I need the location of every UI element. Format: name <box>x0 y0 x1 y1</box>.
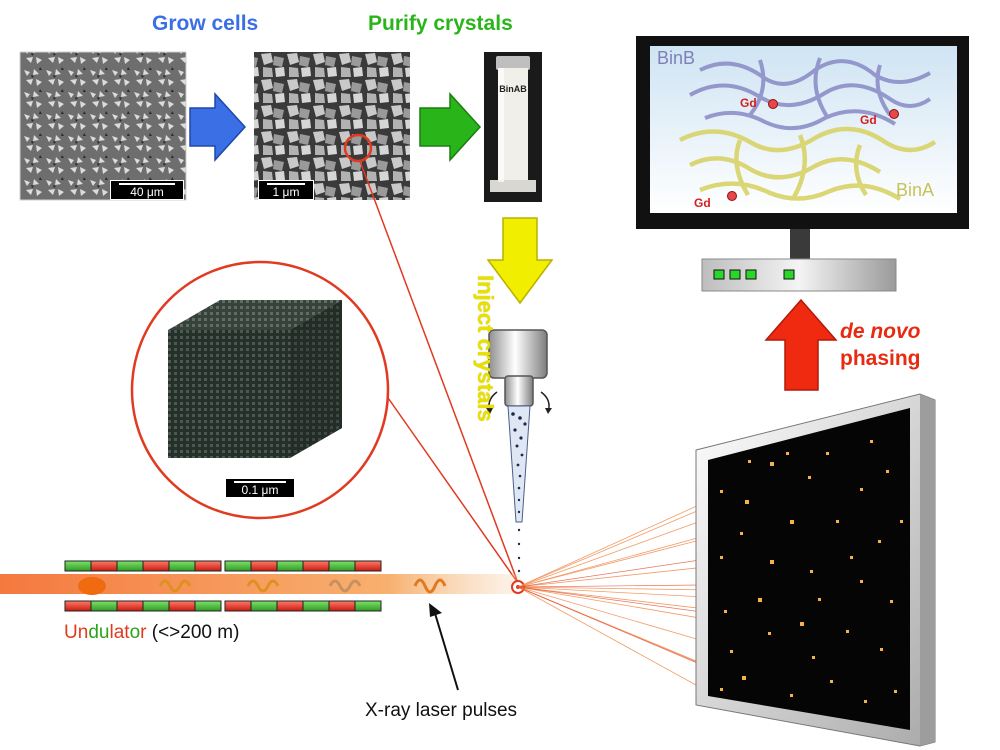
zoom-connector-lower <box>385 394 519 584</box>
undulator-letter-d: d <box>88 622 99 643</box>
detector-panel <box>695 393 936 747</box>
gd-atoms <box>727 99 899 201</box>
undulator <box>0 574 520 595</box>
undulator-letter-r: r <box>140 622 147 643</box>
zoom-scale-label: 0.1 μm <box>241 483 279 497</box>
phasing-line1: de novo <box>840 320 921 343</box>
cells-micrograph <box>19 51 187 201</box>
crystal-stream <box>511 412 527 573</box>
grow-arrow-icon <box>189 92 247 162</box>
binb-ribbon <box>689 57 932 131</box>
cells-scale-label: 40 μm <box>130 185 164 199</box>
zoom-scale-bar: 0.1 μm <box>225 478 295 498</box>
crystals-micrograph <box>254 52 410 200</box>
undulator-length: (<>200 m) <box>146 622 240 643</box>
monitor-leds <box>713 269 795 280</box>
crystals-scale-bar: 1 μm <box>258 180 314 200</box>
purify-arrow-icon <box>419 92 482 162</box>
undulator-letter-t: t <box>124 622 130 643</box>
pulses-label: X-ray laser pulses <box>365 700 518 721</box>
undulator-label: Undulator (<>200 m) <box>64 622 239 644</box>
gd-label-2: Gd <box>860 113 877 127</box>
diffraction-rays-red <box>517 559 703 666</box>
undulator-letter-l: l <box>109 622 114 643</box>
undulator-letter-a: a <box>113 622 125 643</box>
undulator-letter-o: o <box>129 622 141 643</box>
gd-label-3: Gd <box>694 196 711 210</box>
bina-ribbon <box>678 126 937 201</box>
undulator-letter-u2: u <box>98 622 110 643</box>
step-grow-label: Grow cells <box>152 12 259 35</box>
step-purify-label: Purify crystals <box>368 12 513 35</box>
crystals-scale-label: 1 μm <box>272 185 300 199</box>
step-inject-label: Inject crystals <box>473 275 498 422</box>
bina-label: BinA <box>896 180 935 200</box>
zoom-connector-upper <box>359 160 519 584</box>
phasing-label: de novo phasing <box>840 318 921 372</box>
diffraction-spots <box>720 440 903 703</box>
injector-nozzle <box>486 329 552 523</box>
undulator-letter-n: n <box>77 622 89 643</box>
undulator-magnets-bottom <box>64 600 382 612</box>
gd-label-1: Gd <box>740 96 757 110</box>
phasing-arrow-icon <box>764 298 838 391</box>
binb-label: BinB <box>657 48 696 68</box>
undulator-magnets-top <box>64 560 382 572</box>
undulator-letter-u: U <box>64 622 78 643</box>
zoomed-crystal <box>130 260 390 520</box>
cells-scale-bar: 40 μm <box>110 180 184 200</box>
pulses-pointer <box>433 609 459 691</box>
inject-arrow-icon <box>486 217 554 305</box>
tube-label: BinAB <box>499 84 527 94</box>
highlighted-crystal <box>343 133 373 163</box>
tube-photo <box>484 52 542 202</box>
phasing-line2: phasing <box>840 347 921 370</box>
